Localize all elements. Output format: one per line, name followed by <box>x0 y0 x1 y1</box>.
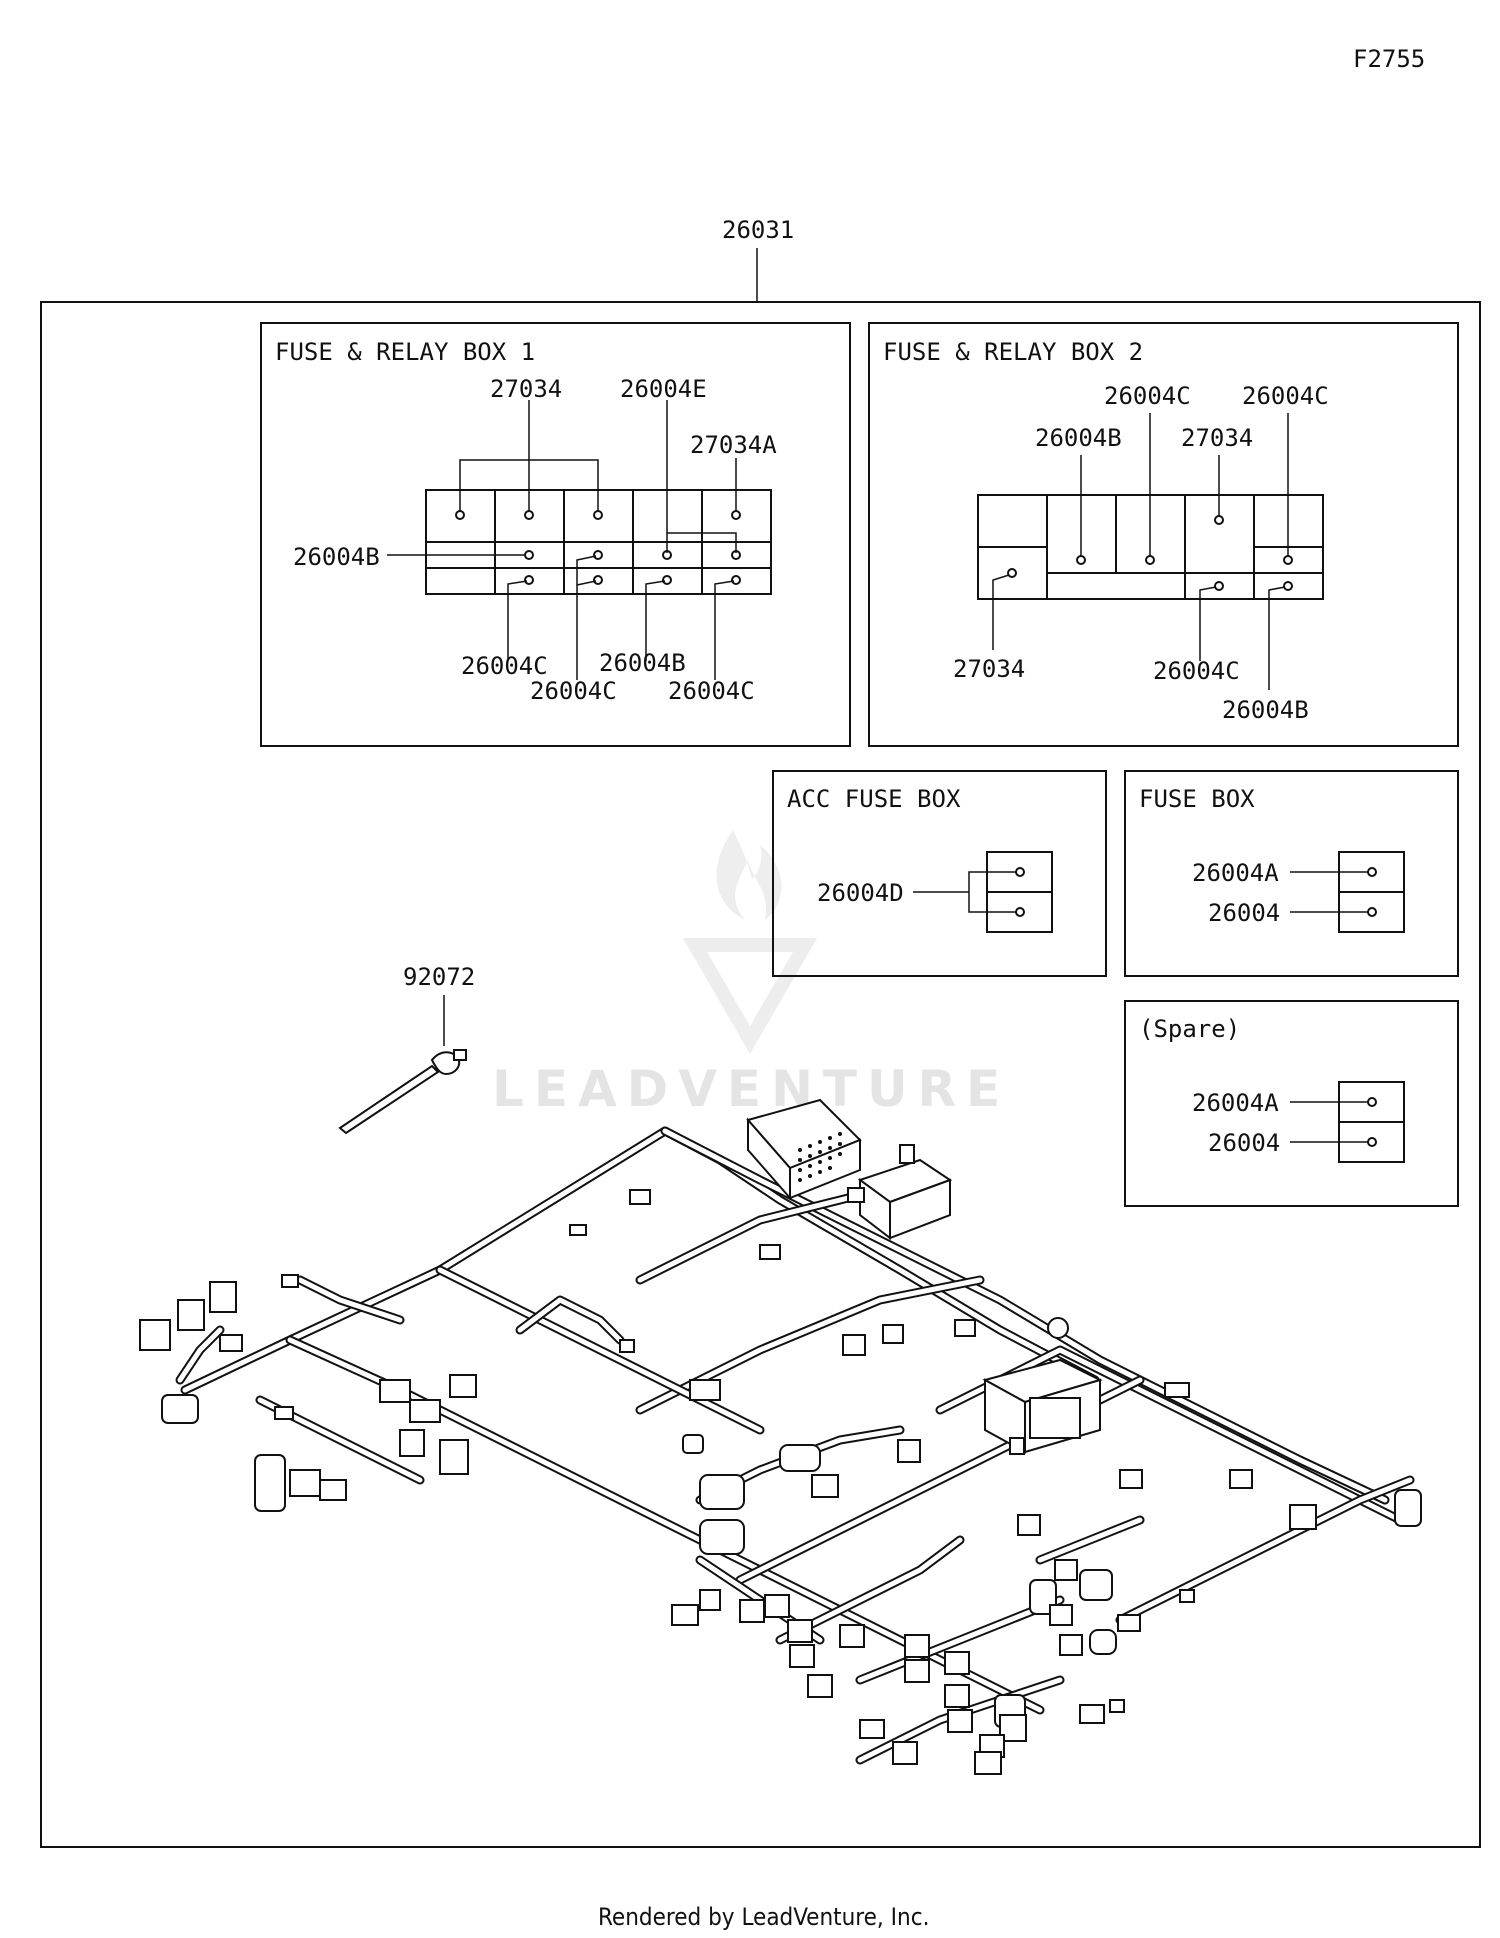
spare-title: (Spare) <box>1139 1015 1240 1043</box>
acc-label-26004D[interactable]: 26004D <box>817 879 904 907</box>
spare-label-26004A[interactable]: 26004A <box>1192 1089 1279 1117</box>
main-part-number[interactable]: 26031 <box>722 216 794 244</box>
box2-label-26004B-b[interactable]: 26004B <box>1222 696 1309 724</box>
box2-label-26004C-c[interactable]: 26004C <box>1153 657 1240 685</box>
left-connector-cluster <box>139 1274 477 1512</box>
fuse-label-26004[interactable]: 26004 <box>1208 899 1280 927</box>
box1-title: FUSE & RELAY BOX 1 <box>275 338 535 366</box>
box1-label-26004B[interactable]: 26004B <box>293 543 380 571</box>
fuse-relay-box-1-panel: FUSE & RELAY BOX 1 <box>260 322 851 747</box>
middle-connectors <box>569 1189 1422 1713</box>
box1-label-26004C-b[interactable]: 26004C <box>530 677 617 705</box>
relay-unit <box>847 1144 953 1241</box>
spare-fuse-panel: (Spare) <box>1124 1000 1459 1207</box>
fuse-title: FUSE BOX <box>1139 785 1255 813</box>
box2-label-26004C-a[interactable]: 26004C <box>1104 382 1191 410</box>
figure-id: F2755 <box>1353 45 1425 73</box>
box1-label-26004B-b[interactable]: 26004B <box>599 649 686 677</box>
cable-tie-part-number[interactable]: 92072 <box>403 963 475 991</box>
outer-frame <box>40 301 1481 1848</box>
watermark: LEADVENTURE <box>492 1060 1010 1118</box>
cable-tie-drawing <box>338 1049 467 1135</box>
box1-label-27034[interactable]: 27034 <box>490 375 562 403</box>
box2-label-26004C-b[interactable]: 26004C <box>1242 382 1329 410</box>
box1-label-26004C-a[interactable]: 26004C <box>461 652 548 680</box>
wire-harness-drawing <box>139 1098 1422 1775</box>
spare-label-26004[interactable]: 26004 <box>1208 1129 1280 1157</box>
box2-label-26004B[interactable]: 26004B <box>1035 424 1122 452</box>
ecu-connector <box>746 1098 862 1201</box>
footer-credit: Rendered by LeadVenture, Inc. <box>598 1903 929 1931</box>
box2-label-27034-top[interactable]: 27034 <box>1181 424 1253 452</box>
box1-label-26004E[interactable]: 26004E <box>620 375 707 403</box>
acc-fuse-box-panel: ACC FUSE BOX <box>772 770 1107 977</box>
watermark-logo <box>682 830 818 1054</box>
acc-title: ACC FUSE BOX <box>787 785 961 813</box>
junction-block <box>982 1358 1103 1455</box>
box1-label-27034A[interactable]: 27034A <box>690 431 777 459</box>
box2-label-27034-bottom[interactable]: 27034 <box>953 655 1025 683</box>
fuse-box-panel: FUSE BOX <box>1124 770 1459 977</box>
box1-label-26004C-c[interactable]: 26004C <box>668 677 755 705</box>
box2-title: FUSE & RELAY BOX 2 <box>883 338 1143 366</box>
fuse-label-26004A[interactable]: 26004A <box>1192 859 1279 887</box>
fuse-relay-box-2-panel: FUSE & RELAY BOX 2 <box>868 322 1459 747</box>
bottom-connector-cluster <box>671 1474 1113 1775</box>
